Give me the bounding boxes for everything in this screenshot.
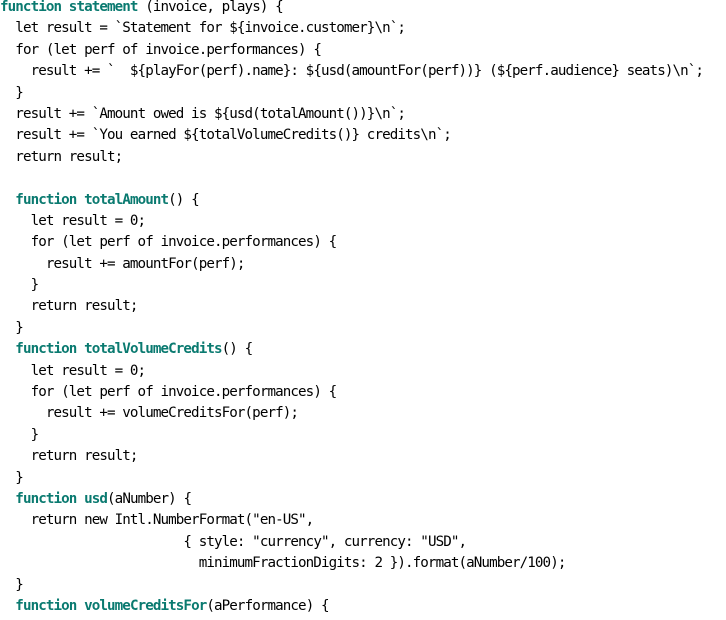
code-text: result += `You earned ${totalVolumeCredi…	[15, 127, 451, 144]
code-text: }	[15, 469, 24, 486]
code-indent	[0, 448, 31, 464]
code-line: }	[0, 318, 726, 339]
keyword-function: function	[15, 490, 77, 507]
code-line: let result = 0;	[0, 211, 726, 232]
code-line: result += `Amount owed is ${usd(totalAmo…	[0, 104, 726, 125]
code-line: return result;	[0, 147, 726, 168]
code-indent	[0, 149, 15, 165]
code-line: for (let perf of invoice.performances) {	[0, 40, 726, 61]
code-indent	[0, 555, 199, 571]
function-name: totalAmount	[84, 191, 169, 208]
code-line: for (let perf of invoice.performances) {	[0, 232, 726, 253]
code-line: function volumeCreditsFor(aPerformance) …	[0, 596, 726, 617]
code-line: function totalVolumeCredits() {	[0, 339, 726, 360]
code-text: result += amountFor(perf);	[45, 255, 246, 272]
code-text: }	[15, 84, 24, 101]
code-text: (aPerformance) {	[206, 597, 329, 614]
code-indent	[0, 341, 15, 357]
code-indent	[0, 213, 31, 229]
code-indent	[0, 534, 183, 550]
code-text: () {	[168, 191, 199, 208]
code-text: }	[30, 277, 40, 294]
code-text: return new Intl.NumberFormat("en-US",	[30, 512, 315, 529]
code-text: let result = 0;	[30, 212, 147, 229]
code-indent	[0, 42, 15, 58]
code-text: return result;	[30, 448, 139, 465]
code-indent	[0, 63, 31, 79]
code-text: }	[15, 576, 24, 593]
code-line: return new Intl.NumberFormat("en-US",	[0, 510, 726, 531]
function-name: usd	[84, 490, 108, 507]
code-indent	[0, 256, 46, 272]
code-indent	[0, 234, 31, 250]
code-line: }	[0, 468, 726, 489]
code-text: result += ` ${playFor(perf).name}: ${usd…	[30, 63, 704, 80]
code-indent	[0, 598, 15, 614]
code-indent	[0, 320, 15, 336]
code-line	[0, 168, 726, 189]
code-text: () {	[221, 341, 253, 358]
keyword-function: function	[15, 191, 77, 208]
code-indent	[0, 127, 15, 143]
keyword-function: function	[15, 341, 77, 358]
code-indent	[0, 491, 15, 507]
code-line: function totalAmount() {	[0, 190, 726, 211]
code-indent	[0, 512, 31, 528]
code-line: result += volumeCreditsFor(perf);	[0, 403, 726, 424]
code-line: return result;	[0, 446, 726, 467]
code-indent	[0, 405, 46, 421]
code-indent	[0, 20, 15, 36]
code-text: }	[15, 319, 24, 336]
code-line: return result;	[0, 296, 726, 317]
code-indent	[0, 427, 31, 443]
code-line: minimumFractionDigits: 2 }).format(aNumb…	[0, 553, 726, 574]
code-text: for (let perf of invoice.performances) {	[30, 234, 338, 251]
code-indent	[0, 106, 15, 122]
code-indent	[0, 85, 15, 101]
code-text: let result = 0;	[30, 362, 147, 379]
code-text: }	[30, 426, 40, 443]
code-line: }	[0, 425, 726, 446]
code-indent	[0, 363, 31, 379]
code-line: }	[0, 575, 726, 596]
keyword-function: function	[0, 0, 62, 15]
code-text: for (let perf of invoice.performances) {	[15, 41, 322, 58]
code-text: let result = `Statement for ${invoice.cu…	[15, 20, 406, 37]
code-line: }	[0, 275, 726, 296]
keyword-function: function	[15, 597, 77, 614]
code-indent	[0, 577, 15, 593]
code-line: }	[0, 83, 726, 104]
code-text: result += `Amount owed is ${usd(totalAmo…	[15, 105, 406, 122]
code-text: result += volumeCreditsFor(perf);	[45, 405, 299, 422]
code-line: { style: "currency", currency: "USD",	[0, 532, 726, 553]
code-line: function usd(aNumber) {	[0, 489, 726, 510]
function-name: totalVolumeCredits	[84, 341, 222, 358]
code-line: let result = 0;	[0, 361, 726, 382]
code-text: { style: "currency", currency: "USD",	[183, 533, 467, 550]
code-text: return result;	[15, 148, 123, 165]
code-text: return result;	[30, 298, 139, 315]
code-indent	[0, 298, 31, 314]
code-indent	[0, 277, 31, 293]
code-line: result += `You earned ${totalVolumeCredi…	[0, 125, 726, 146]
function-name: volumeCreditsFor	[84, 597, 207, 614]
code-line: result += amountFor(perf);	[0, 254, 726, 275]
code-line: for (let perf of invoice.performances) {	[0, 382, 726, 403]
code-line: let result = `Statement for ${invoice.cu…	[0, 18, 726, 39]
code-text: minimumFractionDigits: 2 }).format(aNumb…	[198, 555, 567, 572]
code-indent	[0, 384, 31, 400]
function-name: statement	[68, 0, 139, 15]
code-text: (invoice, plays) {	[137, 0, 283, 15]
code-indent	[0, 192, 15, 208]
code-text: (aNumber) {	[107, 490, 192, 507]
code-line: result += ` ${playFor(perf).name}: ${usd…	[0, 61, 726, 82]
code-text: for (let perf of invoice.performances) {	[30, 384, 338, 401]
code-indent	[0, 470, 15, 486]
code-line: function statement (invoice, plays) {	[0, 0, 726, 18]
